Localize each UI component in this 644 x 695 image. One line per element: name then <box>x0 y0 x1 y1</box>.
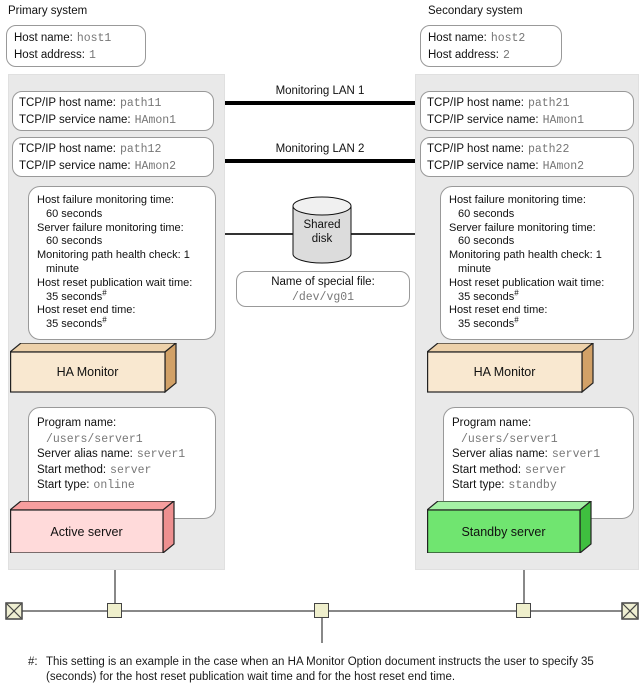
network-tap-left-icon <box>107 603 122 618</box>
secondary-lan-path-1-box: TCP/IP host name:path21 TCP/IP service n… <box>420 91 634 131</box>
secondary-ha-monitor-box: HA Monitor <box>425 341 595 394</box>
primary-host-name: Host name:host1 <box>14 32 112 45</box>
primary-ha-monitor-box: HA Monitor <box>8 341 178 394</box>
primary-monitoring-box: Host failure monitoring time: 60 seconds… <box>28 186 216 340</box>
network-tap-right-icon <box>516 603 531 618</box>
3d-box-shape <box>8 499 176 555</box>
network-terminator-left-icon <box>5 602 23 620</box>
network-tap-center-icon <box>314 603 329 618</box>
primary-lan-path-1-box: TCP/IP host name:path11 TCP/IP service n… <box>12 91 214 131</box>
primary-host-address: Host address:1 <box>14 49 96 62</box>
monitoring-lan1-label: Monitoring LAN 1 <box>275 85 365 97</box>
monitoring-lan2-label: Monitoring LAN 2 <box>275 143 365 155</box>
active-server-box: Active server <box>8 499 176 555</box>
primary-lan-path-2-box: TCP/IP host name:path12 TCP/IP service n… <box>12 137 214 177</box>
standby-server-box: Standby server <box>425 499 593 555</box>
3d-box-shape <box>8 341 178 394</box>
secondary-drop-line <box>523 570 525 604</box>
network-terminator-right-icon <box>621 602 639 620</box>
footnote-marker: #: <box>28 656 38 668</box>
monitoring-lan1-line <box>225 101 415 105</box>
shared-disk-label: Shared disk <box>303 219 341 245</box>
monitoring-lan2-line <box>225 159 415 163</box>
footnote-text: This setting is an example in the case w… <box>46 656 594 683</box>
secondary-host-box: Host name:host2 Host address:2 <box>420 25 562 67</box>
secondary-host-address: Host address:2 <box>428 49 510 62</box>
secondary-host-name: Host name:host2 <box>428 32 526 45</box>
primary-host-box: Host name:host1 Host address:1 <box>6 25 146 67</box>
primary-system-title: Primary system <box>8 5 88 17</box>
center-drop-line <box>321 618 323 643</box>
secondary-monitoring-box: Host failure monitoring time: 60 seconds… <box>440 186 634 340</box>
primary-drop-line <box>114 570 116 604</box>
secondary-system-title: Secondary system <box>428 5 523 17</box>
3d-box-shape <box>425 341 595 394</box>
3d-box-shape <box>425 499 593 555</box>
secondary-program-box: Program name: /users/server1 Server alia… <box>443 407 634 519</box>
shared-disk-icon <box>292 196 352 264</box>
secondary-lan-path-2-box: TCP/IP host name:path22 TCP/IP service n… <box>420 137 634 177</box>
footnote: #: This setting is an example in the cas… <box>28 655 630 685</box>
special-file-box: Name of special file: /dev/vg01 <box>236 271 410 307</box>
